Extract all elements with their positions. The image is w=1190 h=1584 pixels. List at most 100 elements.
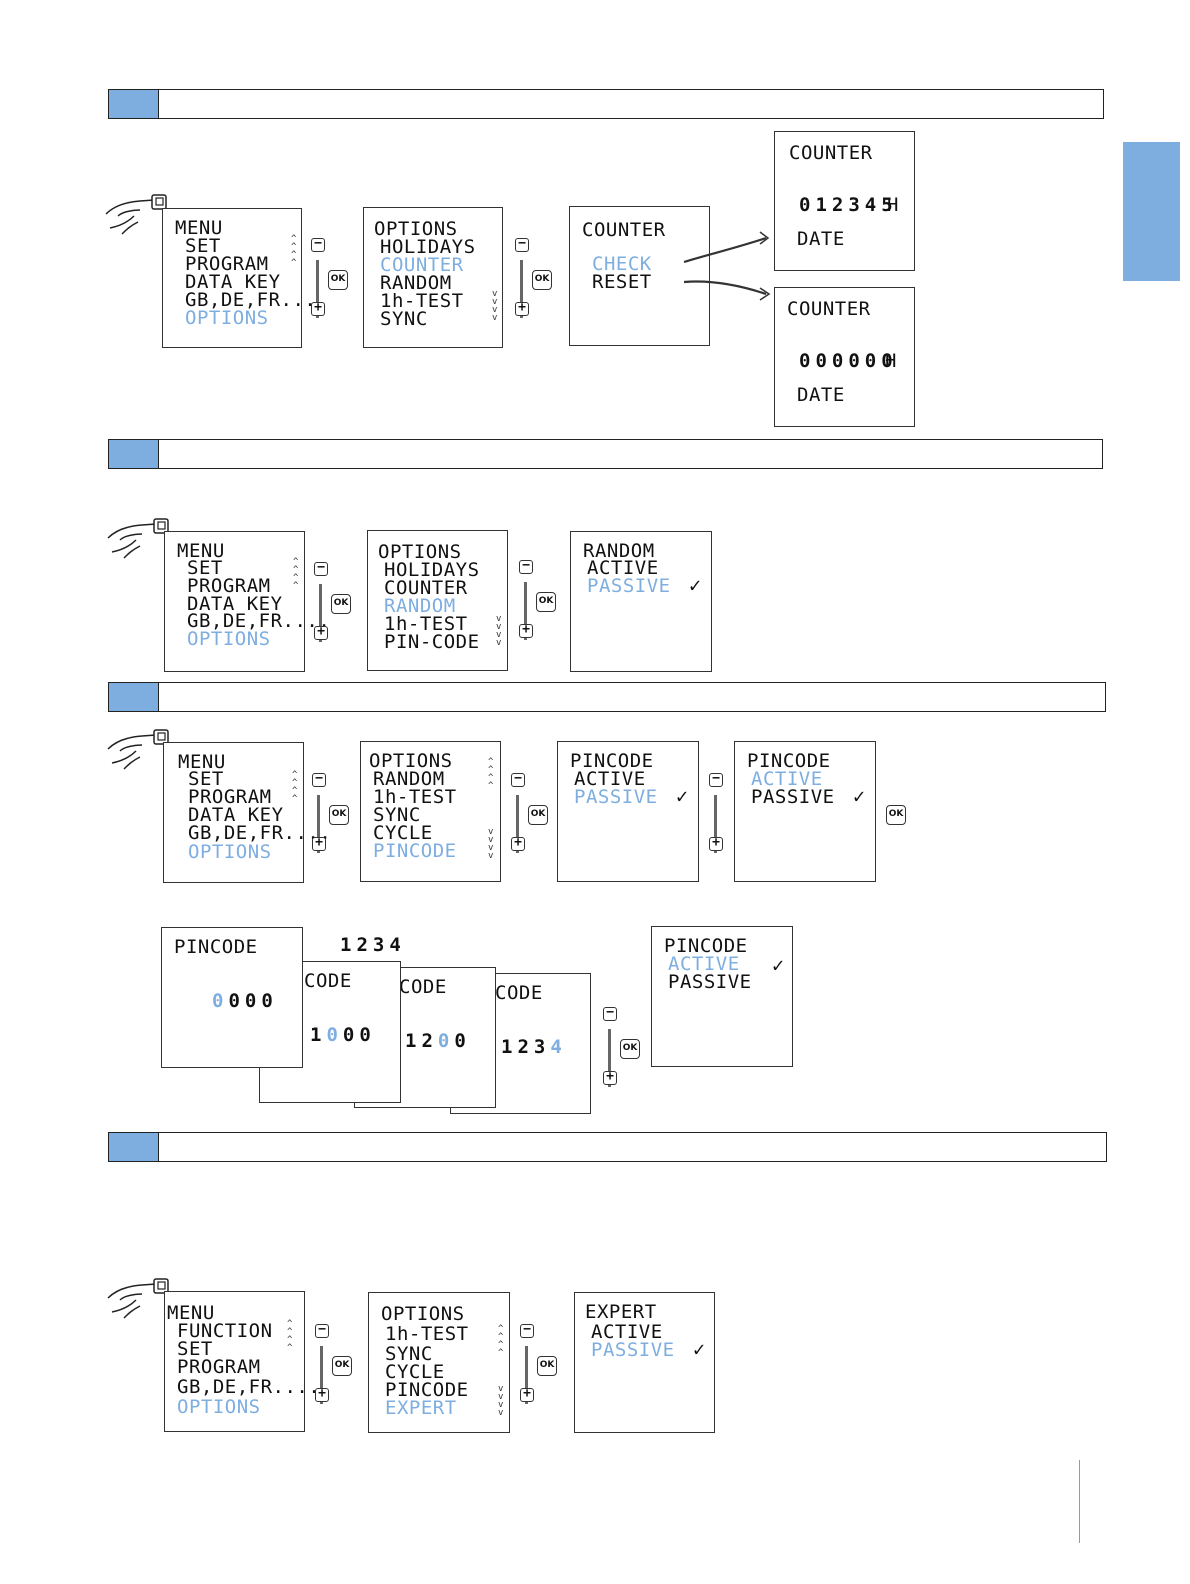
plus-icon[interactable]: +: [511, 836, 525, 851]
scroll-arrow: [524, 582, 527, 640]
plus-icon[interactable]: +: [314, 625, 328, 640]
counter-check-value: 012345: [799, 194, 898, 216]
pin-digits: 1234: [501, 1036, 567, 1058]
pincode-item-passive: PASSIVE: [574, 786, 658, 808]
navigation-control[interactable]: − OK +: [314, 561, 358, 672]
options-item-holidays: HOLIDAYS: [380, 236, 476, 258]
menu-item-program: PROGRAM: [177, 1356, 261, 1378]
navigation-control[interactable]: − OK +: [312, 772, 356, 883]
ok-button[interactable]: OK: [532, 270, 552, 290]
menu-screen: MENU SET PROGRAM DATA KEY GB,DE,FR.... O…: [163, 742, 331, 883]
minus-icon[interactable]: −: [511, 772, 525, 787]
menu-item-options: OPTIONS: [187, 628, 271, 650]
minus-icon[interactable]: −: [314, 561, 328, 576]
menu-title: MENU: [175, 217, 223, 239]
menu-item-program: PROGRAM: [185, 253, 269, 275]
ok-button[interactable]: OK: [886, 805, 906, 825]
menu-screen: MENU SET PROGRAM DATA KEY GB,DE,FR.... O…: [162, 208, 328, 348]
pin-entry-screen-1: PINCODE 0000: [161, 927, 303, 1068]
pincode-title: PINCODE: [747, 750, 831, 772]
checkmark-icon: ✓: [689, 573, 702, 597]
ok-button[interactable]: OK: [329, 805, 349, 825]
scroll-arrow: [525, 1346, 528, 1404]
scroll-arrow: [608, 1029, 611, 1087]
pincode-item-passive: PASSIVE: [751, 786, 835, 808]
plus-icon[interactable]: +: [315, 1387, 329, 1402]
navigation-control[interactable]: − OK +: [519, 559, 563, 670]
minus-icon[interactable]: −: [520, 1323, 534, 1338]
minus-icon[interactable]: −: [311, 237, 325, 252]
plus-icon[interactable]: +: [311, 301, 325, 316]
ok-button[interactable]: OK: [328, 270, 348, 290]
minus-icon[interactable]: −: [709, 772, 723, 787]
counter-check-screen: COUNTER 012345 H DATE: [774, 131, 915, 271]
options-title: OPTIONS: [381, 1303, 465, 1325]
pincode-item-active: ACTIVE: [574, 768, 646, 790]
menu-item-set: SET: [177, 1338, 213, 1360]
minus-icon[interactable]: −: [519, 559, 533, 574]
checkmark-icon: ✓: [693, 1337, 706, 1361]
plus-icon[interactable]: +: [520, 1387, 534, 1402]
menu-item-options: OPTIONS: [185, 307, 269, 329]
ok-button[interactable]: OK: [332, 1356, 352, 1376]
pincode-title: PINCODE: [664, 935, 748, 957]
plus-icon[interactable]: +: [312, 836, 326, 851]
minus-icon[interactable]: −: [315, 1323, 329, 1338]
pin-label: 1234: [340, 934, 406, 956]
scroll-up-indicator: ^^^^: [498, 1324, 504, 1358]
minus-icon[interactable]: −: [603, 1006, 617, 1021]
menu-item-set: SET: [188, 768, 224, 790]
pointing-hand-icon: [107, 729, 169, 770]
section-swatch: [109, 440, 159, 468]
navigation-control[interactable]: − OK +: [311, 237, 355, 348]
checkmark-icon: ✓: [772, 953, 785, 977]
counter-screen: COUNTER CHECK RESET: [569, 206, 710, 346]
menu-item-data-key: DATA KEY: [185, 271, 281, 293]
options-screen: OPTIONS HOLIDAYS COUNTER RANDOM 1h-TEST …: [363, 207, 503, 348]
scroll-up-indicator: ^^^^: [287, 1319, 293, 1353]
pin-title-cut: CODE: [495, 982, 543, 1004]
navigation-control[interactable]: − OK +: [520, 1323, 564, 1434]
ok-button[interactable]: OK: [331, 594, 351, 614]
options-title: OPTIONS: [378, 541, 462, 563]
expert-item-active: ACTIVE: [591, 1321, 663, 1343]
options-item-random: RANDOM: [380, 272, 452, 294]
counter-reset-unit: H: [885, 350, 897, 372]
section-bar-expert: [108, 1132, 1107, 1162]
options-item-cycle: CYCLE: [373, 822, 433, 844]
options-item-pincode: PINCODE: [373, 840, 457, 862]
plus-icon[interactable]: +: [603, 1070, 617, 1085]
ok-button[interactable]: OK: [536, 592, 556, 612]
section-tab: [1123, 142, 1180, 281]
counter-item-reset: RESET: [592, 271, 652, 293]
pin-title-cut: CODE: [304, 970, 352, 992]
navigation-control[interactable]: − OK +: [315, 1323, 359, 1434]
page-divider-line: [1079, 1460, 1080, 1543]
plus-icon[interactable]: +: [709, 836, 723, 851]
random-item-passive: PASSIVE: [587, 575, 671, 597]
ok-button[interactable]: OK: [537, 1356, 557, 1376]
navigation-control[interactable]: − OK +: [603, 1006, 647, 1117]
minus-icon[interactable]: −: [515, 237, 529, 252]
options-screen: OPTIONS HOLIDAYS COUNTER RANDOM 1h-TEST …: [367, 530, 508, 671]
menu-item-set: SET: [185, 235, 221, 257]
ok-button[interactable]: OK: [620, 1039, 640, 1059]
menu-title: MENU: [167, 1302, 215, 1324]
pincode-item-active: ACTIVE: [751, 768, 823, 790]
navigation-control[interactable]: − OK +: [515, 237, 559, 348]
minus-icon[interactable]: −: [312, 772, 326, 787]
ok-button[interactable]: OK: [528, 805, 548, 825]
navigation-control[interactable]: − +: [709, 772, 753, 883]
navigation-control[interactable]: − OK +: [511, 772, 555, 883]
menu-item-set: SET: [187, 557, 223, 579]
menu-item-options: OPTIONS: [177, 1396, 261, 1418]
menu-item-program: PROGRAM: [187, 575, 271, 597]
options-item-random: RANDOM: [384, 595, 456, 617]
plus-icon[interactable]: +: [515, 301, 529, 316]
plus-icon[interactable]: +: [519, 623, 533, 638]
section-swatch: [109, 90, 159, 118]
scroll-arrow: [320, 1346, 323, 1404]
expert-item-passive: PASSIVE: [591, 1339, 675, 1361]
branch-arrows: [683, 231, 771, 301]
